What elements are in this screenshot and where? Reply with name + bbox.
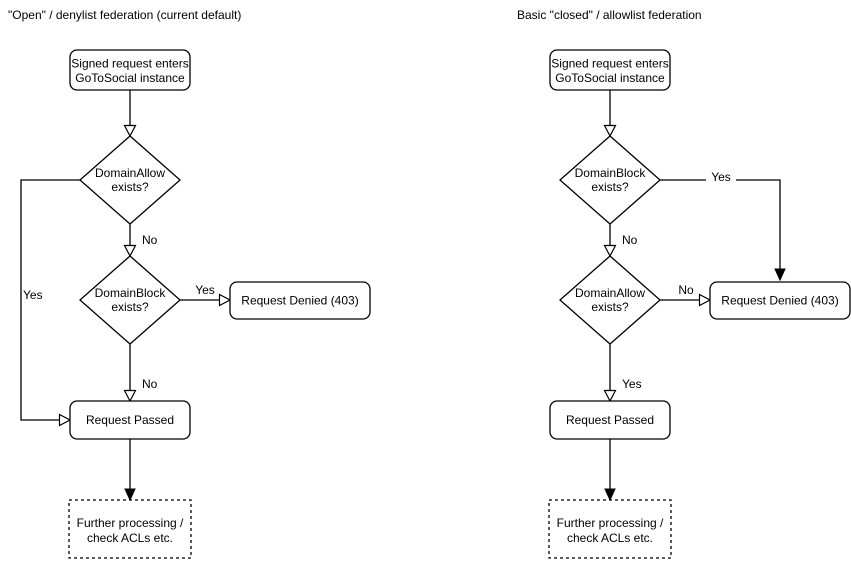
left-request-denied-label: Request Denied (403) [241, 294, 358, 308]
right-decision1-label-line1: DomainBlock [575, 166, 647, 180]
right-decision1-no-label: No [622, 233, 638, 247]
right-decision2-label-line2: exists? [591, 300, 629, 314]
open-arrowhead-icon [603, 124, 617, 138]
left-further-processing-node [68, 499, 192, 559]
right-request-passed-label: Request Passed [566, 413, 654, 427]
left-decision2-yes-label: Yes [195, 283, 215, 297]
right-edge-decision1-yes [660, 179, 781, 270]
right-decision2-yes-label: Yes [622, 377, 642, 391]
filled-arrowhead-icon [604, 488, 616, 502]
left-further-label-line1: Further processing / [77, 516, 184, 530]
filled-arrowhead-icon [774, 268, 786, 282]
open-arrowhead-icon [698, 293, 712, 307]
open-arrowhead-icon [123, 124, 137, 138]
open-arrowhead-icon [123, 244, 137, 258]
right-start-label-line1: Signed request enters [551, 57, 668, 71]
right-further-processing-node [548, 499, 672, 559]
right-chart-title: Basic "closed" / allowlist federation [517, 8, 702, 22]
left-decision1-label-line2: exists? [111, 180, 149, 194]
left-decision1-yes-label: Yes [23, 288, 43, 302]
right-decision1-label-line2: exists? [591, 180, 629, 194]
left-start-label-line2: GoToSocial instance [75, 71, 185, 85]
left-start-label-line1: Signed request enters [71, 57, 188, 71]
open-arrowhead-icon [58, 413, 72, 427]
open-arrowhead-icon [603, 244, 617, 258]
left-request-denied-node [229, 281, 371, 320]
right-decision1-yes-label: Yes [711, 170, 731, 184]
open-arrowhead-icon [603, 389, 617, 403]
right-start-label-line2: GoToSocial instance [555, 71, 665, 85]
open-arrowhead-icon [218, 293, 232, 307]
right-further-label-line1: Further processing / [557, 516, 664, 530]
left-decision2-label-line2: exists? [111, 300, 149, 314]
right-decision2-label-line1: DomainAllow [575, 286, 645, 300]
left-edge-decision1-yes [20, 179, 80, 421]
left-decision1-no-label: No [142, 233, 158, 247]
left-decision1-label-line1: DomainAllow [95, 166, 165, 180]
filled-arrowhead-icon [124, 488, 136, 502]
left-request-passed-label: Request Passed [86, 413, 174, 427]
open-arrowhead-icon [123, 389, 137, 403]
left-further-label-line2: check ACLs etc. [87, 531, 173, 545]
right-decision2-no-label: No [678, 283, 694, 297]
left-chart-title: "Open" / denylist federation (current de… [8, 8, 241, 22]
left-decision2-no-label: No [142, 377, 158, 391]
right-request-denied-node [709, 281, 851, 320]
right-request-denied-label: Request Denied (403) [721, 294, 838, 308]
right-further-label-line2: check ACLs etc. [567, 531, 653, 545]
left-decision2-label-line1: DomainBlock [95, 286, 167, 300]
right-decision1-yes-label-bg [706, 171, 736, 183]
left-flowchart: "Open" / denylist federation (current de… [8, 8, 371, 559]
right-flowchart: Basic "closed" / allowlist federation Si… [517, 8, 851, 559]
